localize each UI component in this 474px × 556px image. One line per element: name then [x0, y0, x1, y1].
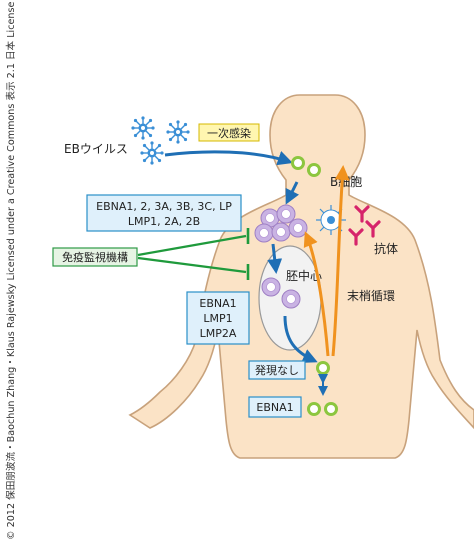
- eb-virus-label: EBウイルス: [64, 142, 128, 156]
- germinal-center-b-cell: [281, 289, 301, 309]
- latency-iii-box: [86, 194, 242, 232]
- inhibition-line-lower: [137, 256, 247, 274]
- memory-b-cell: [316, 361, 330, 375]
- circulation-arrow-short: [303, 231, 330, 357]
- virus-icon: [165, 119, 191, 145]
- latency-ii-line1: EBNA1: [199, 297, 236, 310]
- latency-ii-box: [186, 291, 250, 345]
- b-cell: [307, 163, 321, 177]
- latency-iii-line2: LMP1, 2A, 2B: [128, 215, 200, 228]
- cluster-to-germinal-center-arrow: [267, 243, 283, 274]
- proliferating-b-cell: [254, 223, 274, 243]
- inhibition-line-upper: [137, 234, 247, 257]
- latency-i-label: EBNA1: [256, 401, 293, 414]
- b-cell: [291, 156, 305, 170]
- immune-surveillance-label: 免疫監視機構: [62, 250, 128, 264]
- circulation-arrow-long: [331, 165, 350, 357]
- latency-iii-line1: EBNA1, 2, 3A, 3B, 3C, LP: [96, 200, 232, 213]
- dividing-b-cell: [307, 402, 321, 416]
- no-expression-box: [248, 360, 306, 380]
- immune-surveillance-box: [52, 247, 138, 267]
- no-expression-label: 発現なし: [255, 363, 299, 377]
- peripheral-circulation-label: 末梢循環: [347, 288, 395, 303]
- latency-ii-line2: LMP1: [203, 312, 232, 325]
- germinal-center-label: 胚中心: [286, 268, 322, 283]
- infection-arrow: [164, 150, 293, 166]
- copyright-text: © 2012 保田朋波流・Baochun Zhang・Klaus Rajewsk…: [5, 2, 17, 540]
- primary-infection-label: 一次感染: [207, 126, 251, 140]
- germinal-center-to-memory-arrow: [283, 315, 318, 363]
- latency-i-box: [248, 396, 302, 418]
- virus-icon: [130, 115, 156, 141]
- proliferating-b-cell: [271, 222, 291, 242]
- primary-infection-box: [198, 123, 260, 142]
- b-cell-label: B細胞: [330, 175, 362, 189]
- proliferating-b-cell: [288, 218, 308, 238]
- proliferating-b-cell: [276, 204, 296, 224]
- germinal-center-b-cell: [261, 277, 281, 297]
- latency-ii-line3: LMP2A: [200, 327, 237, 340]
- antibody-label: 抗体: [374, 241, 398, 256]
- dividing-b-cell: [324, 402, 338, 416]
- b-cell-to-proliferation-arrow: [285, 181, 300, 205]
- virus-icon: [139, 140, 165, 166]
